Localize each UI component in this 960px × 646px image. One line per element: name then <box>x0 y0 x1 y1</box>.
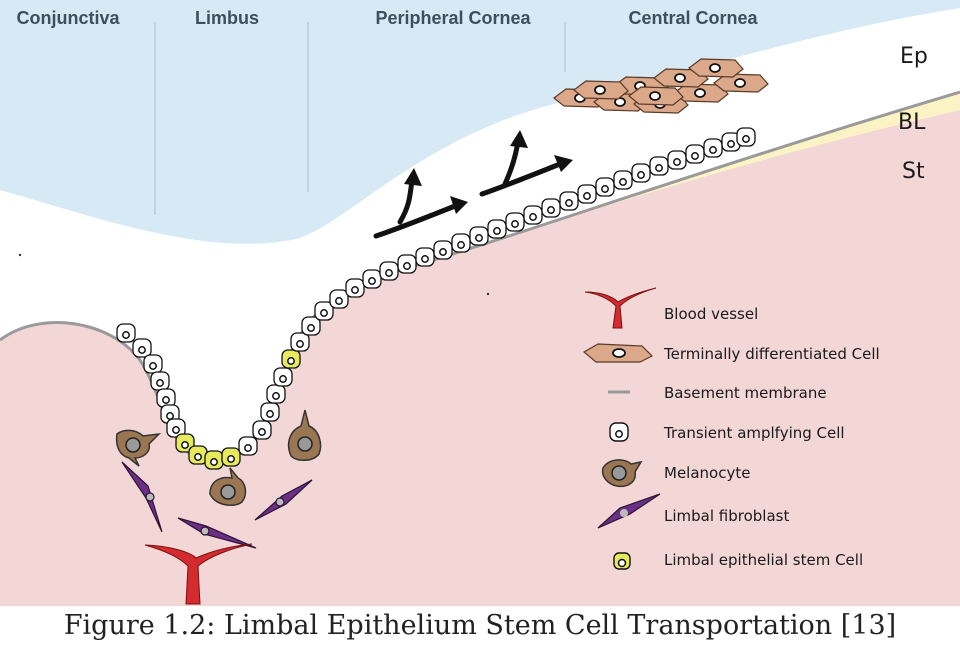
transient-amplifying-cell <box>577 184 597 204</box>
stroma-melanocytes <box>115 409 322 507</box>
terminally-differentiated-cell <box>573 80 629 100</box>
blood-vessel-icon <box>584 287 657 329</box>
transient-amplifying-cell <box>166 418 186 438</box>
transient-amplifying-cell <box>451 233 471 253</box>
legend-label-td-cell: Terminally differentiated Cell <box>663 345 880 363</box>
legend-label-fibroblast: Limbal fibroblast <box>664 507 789 525</box>
transient-amplifying-cell <box>487 219 507 239</box>
arrow-head <box>554 155 573 172</box>
transient-amplifying-cell <box>433 240 453 260</box>
stroma-label: St <box>902 159 925 184</box>
melanocyte-icon <box>601 459 643 488</box>
melanocyte <box>115 429 162 467</box>
arrow-head <box>510 130 528 148</box>
transient-amplifying-cell <box>345 278 365 298</box>
transient-amplifying-cell <box>266 384 286 404</box>
transient-amplifying-cell <box>703 138 723 158</box>
region-separators <box>154 22 566 215</box>
limbal-stem-cell <box>221 447 241 467</box>
arrow-head <box>450 196 468 214</box>
limbal-stem-cell <box>175 433 195 453</box>
arrow-head <box>404 168 422 186</box>
limbal-stem-cell <box>188 445 208 465</box>
transient-amplifying-cell <box>252 420 272 440</box>
transient-amplifying-cell <box>301 316 321 336</box>
limbal-stem-cell <box>281 349 301 369</box>
central-cornea-label: Central Cornea <box>628 8 758 28</box>
arrow-heads <box>404 130 573 214</box>
fibroblast <box>177 517 257 549</box>
transient-amplifying-cell <box>631 163 651 183</box>
transient-amplifying-cell <box>260 402 280 422</box>
transient-amplifying-cell <box>736 127 756 147</box>
transient-amplifying-cell <box>523 205 543 225</box>
legend-label-blood-vessel: Blood vessel <box>664 305 758 323</box>
transient-amplifying-cell <box>143 354 163 374</box>
transient-amplifying-cell <box>667 150 687 170</box>
terminally-differentiated-cell <box>713 73 769 93</box>
fibroblast <box>254 479 313 521</box>
limbal-diagram: Conjunctiva Limbus Peripheral Cornea Cen… <box>0 0 960 606</box>
bowman-layer-label: BL <box>898 110 926 135</box>
stroma-blood-vessel <box>144 543 253 605</box>
melanocyte <box>287 409 322 461</box>
stroma-fibroblasts <box>121 461 313 549</box>
legend-label-basement-membrane: Basement membrane <box>664 384 827 402</box>
transient-amplifying-cell <box>329 289 349 309</box>
transient-amplifying-cell <box>595 177 615 197</box>
transient-amplifying-cell <box>649 156 669 176</box>
melanocyte <box>209 467 247 507</box>
legend-label-ta-cell: Transient amplfying Cell <box>663 424 845 442</box>
speck <box>486 292 490 296</box>
transient-amplifying-cell <box>156 388 176 408</box>
transient-amplifying-cell <box>150 371 170 391</box>
transient-amplifying-cell <box>469 226 489 246</box>
migration-arrow <box>479 161 563 197</box>
transient-amplifying-cell <box>613 170 633 190</box>
transient-amplifying-cell <box>290 332 310 352</box>
terminally-differentiated-cell <box>688 58 744 78</box>
fibroblast <box>121 461 163 533</box>
transient-amplifying-cell <box>541 198 561 218</box>
terminally-differentiated-cells <box>553 58 769 114</box>
terminally-differentiated-cell <box>628 86 684 106</box>
transient-amplifying-cell <box>116 323 136 343</box>
figure-caption: Figure 1.2: Limbal Epithelium Stem Cell … <box>63 610 897 641</box>
transient-amplifying-cell <box>559 191 579 211</box>
transient-amplifying-cell <box>362 269 382 289</box>
transient-amplifying-cells <box>116 127 756 470</box>
transient-amplifying-cell <box>685 144 705 164</box>
transient-amplifying-cell <box>721 132 741 152</box>
limbal-stem-cell-icon <box>613 552 631 570</box>
limbus-label: Limbus <box>195 8 259 28</box>
migration-arrow <box>397 177 415 225</box>
migration-arrow <box>502 139 521 187</box>
transient-amplifying-cell <box>238 436 258 456</box>
legend-label-melanocyte: Melanocyte <box>664 464 750 482</box>
bowman-layer <box>360 92 960 285</box>
transient-amplifying-cell <box>505 212 525 232</box>
transient-amplifying-cell <box>314 301 334 321</box>
legend: Blood vessel Terminally differentiated C… <box>582 287 880 570</box>
speck <box>18 253 22 257</box>
conjunctiva-label: Conjunctiva <box>16 8 120 28</box>
limbal-fibroblast-icon <box>597 493 661 529</box>
terminally-differentiated-cell <box>653 68 709 88</box>
legend-label-stem-cell: Limbal epithelial stem Cell <box>664 551 863 569</box>
transient-amplifying-cell <box>415 247 435 267</box>
transient-amplifying-cell <box>397 254 417 274</box>
migration-arrow <box>373 203 458 239</box>
transient-amplifying-cell <box>379 261 399 281</box>
transient-amplifying-cell <box>273 367 293 387</box>
epithelium-label: Ep <box>900 44 928 69</box>
terminally-differentiated-cell-icon <box>582 343 654 363</box>
transient-amplifying-cell <box>132 338 152 358</box>
transient-amplifying-cell-icon <box>609 422 629 442</box>
limbal-stem-cell <box>204 450 224 470</box>
peripheral-cornea-label: Peripheral Cornea <box>375 8 531 28</box>
